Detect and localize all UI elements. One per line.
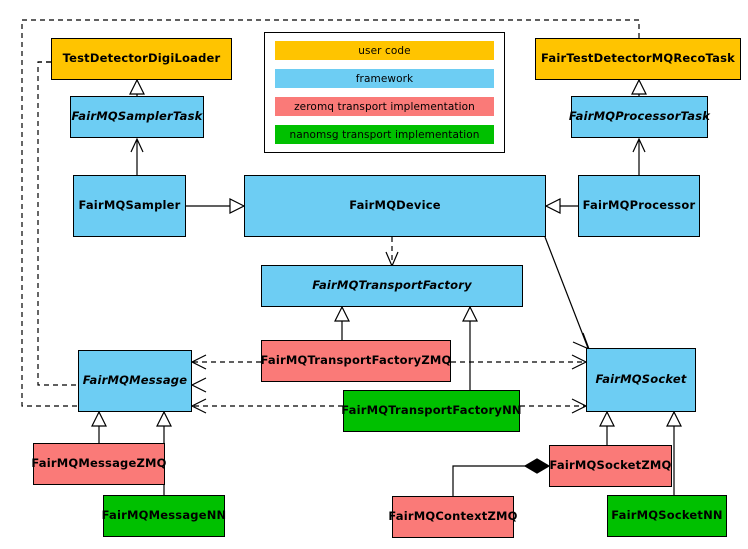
class-node-fairmqsamplertask[interactable]: FairMQSamplerTask (70, 96, 204, 138)
class-node-fairmqtransportfactoryzmq[interactable]: FairMQTransportFactoryZMQ (261, 340, 451, 382)
class-node-label: FairMQMessageNN (101, 508, 227, 523)
edge-device-to-transportfactory (385, 237, 399, 268)
class-node-fairmqsocket[interactable]: FairMQSocket (586, 348, 696, 412)
edge-processor-to-processortask (632, 137, 646, 175)
edge-factoryzmq-to-transportfactory (334, 305, 350, 340)
legend-label-nanomsg: nanomsg transport implementation (289, 128, 480, 141)
edge-socketzmq-to-socket (599, 410, 615, 445)
legend-label-zeromq: zeromq transport implementation (294, 100, 475, 113)
class-node-fairmqcontextzmq[interactable]: FairMQContextZMQ (388, 496, 517, 538)
class-node-fairmqsampler[interactable]: FairMQSampler (73, 175, 186, 237)
legend-item-user-code: user code (275, 41, 494, 60)
edge-factorynn-to-transportfactory (462, 305, 478, 390)
class-node-fairmqtransportfactorynn[interactable]: FairMQTransportFactoryNN (341, 390, 522, 432)
class-node-label: FairMQProcessorTask (568, 109, 711, 124)
edge-factorynn-to-socket (520, 398, 588, 414)
edge-messagezmq-to-message (91, 410, 107, 443)
legend-item-framework: framework (275, 69, 494, 88)
class-node-label: FairMQDevice (349, 198, 441, 213)
legend-label-framework: framework (355, 72, 414, 85)
class-node-label: FairMQSamplerTask (71, 109, 203, 124)
class-node-label: FairMQMessage (82, 373, 188, 388)
class-node-label: FairMQSocketNN (611, 508, 723, 523)
legend-item-zeromq: zeromq transport implementation (275, 97, 494, 116)
class-node-fairmqdevice[interactable]: FairMQDevice (244, 175, 546, 237)
class-node-fairtestdetectormqrecotask[interactable]: FairTestDetectorMQRecoTask (535, 38, 741, 80)
class-node-fairmqsocketnn[interactable]: FairMQSocketNN (607, 495, 727, 537)
class-node-label: FairMQTransportFactory (312, 278, 472, 293)
class-node-label: FairMQTransportFactoryNN (341, 403, 522, 418)
class-node-testdetectordigiloader[interactable]: TestDetectorDigiLoader (51, 38, 232, 80)
class-node-fairmqmessagenn[interactable]: FairMQMessageNN (101, 495, 227, 537)
class-node-fairmqmessagezmq[interactable]: FairMQMessageZMQ (31, 443, 167, 485)
class-node-label: FairMQMessageZMQ (31, 456, 167, 471)
legend: user code framework zeromq transport imp… (264, 32, 505, 153)
edge-contextzmq-to-socketzmq (452, 458, 551, 496)
class-node-fairmqtransportfactory[interactable]: FairMQTransportFactory (261, 265, 523, 307)
class-node-fairmqmessage[interactable]: FairMQMessage (78, 350, 192, 412)
class-node-fairmqsocketzmq[interactable]: FairMQSocketZMQ (549, 445, 672, 487)
edge-processor-to-device (544, 198, 578, 214)
class-node-label: TestDetectorDigiLoader (62, 51, 221, 66)
class-node-label: FairTestDetectorMQRecoTask (541, 51, 735, 66)
class-node-label: FairMQSocketZMQ (549, 458, 672, 473)
edge-samplertask-to-digiloader (129, 78, 145, 96)
class-node-label: FairMQProcessor (582, 198, 696, 213)
class-node-label: FairMQContextZMQ (388, 509, 518, 524)
edge-sampler-to-device (186, 198, 246, 214)
class-node-label: FairMQSampler (78, 198, 181, 213)
legend-item-nanomsg: nanomsg transport implementation (275, 125, 494, 144)
edge-sampler-to-samplertask (130, 137, 144, 175)
class-node-fairmqprocessortask[interactable]: FairMQProcessorTask (568, 96, 711, 138)
edge-factoryzmq-to-message (190, 354, 261, 370)
class-node-label: FairMQSocket (595, 372, 687, 387)
edge-processortask-to-recotask (631, 78, 647, 96)
legend-label-user-code: user code (358, 44, 411, 57)
edge-device-to-socket (544, 236, 591, 351)
class-node-fairmqprocessor[interactable]: FairMQProcessor (578, 175, 700, 237)
edge-factoryzmq-to-socket (451, 354, 588, 370)
class-node-label: FairMQTransportFactoryZMQ (260, 353, 452, 368)
edge-factorynn-to-message (190, 398, 343, 414)
